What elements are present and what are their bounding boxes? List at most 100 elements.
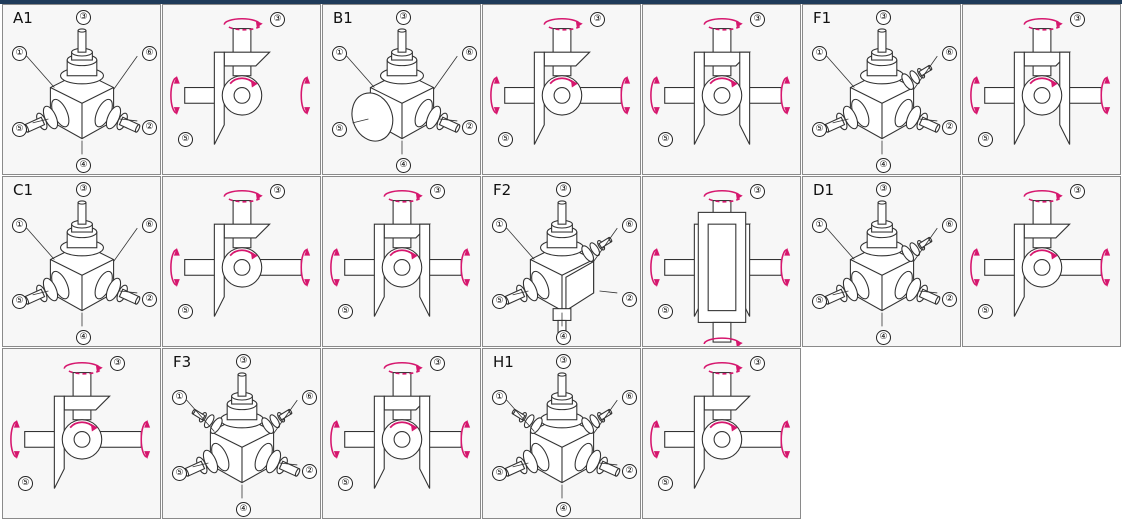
top-boss-shaft <box>397 30 407 53</box>
gearbox-iso-F3 <box>183 372 301 499</box>
top-boss-shaft-end <box>77 28 87 33</box>
housing-plate-left <box>373 223 385 317</box>
housing-plate-left <box>53 395 65 489</box>
shaft-label-0: ③ <box>1070 184 1085 199</box>
rot-bottom-head <box>735 340 743 346</box>
rot-right-head-bot <box>784 279 791 288</box>
shaft-label-3: ④ <box>876 330 891 345</box>
cell-drawing <box>23 28 141 155</box>
rot-right-arc <box>780 76 788 114</box>
rot-top-arc-top <box>703 189 741 197</box>
schematic-F2 <box>650 189 791 346</box>
rot-right-head-top <box>144 419 151 428</box>
housing-plate-left <box>533 51 545 145</box>
leader-2 <box>119 118 138 122</box>
shaft-label-5: ⑥ <box>462 46 477 61</box>
rot-top-head <box>255 20 263 28</box>
leader-5 <box>512 290 529 296</box>
shaft-label-0: ③ <box>270 12 285 27</box>
shaft-label-1: ② <box>622 464 637 479</box>
rot-right-head-bot <box>1104 279 1111 288</box>
center-bore <box>713 430 731 448</box>
shaft-label-4: ⑤ <box>12 294 27 309</box>
rot-right-arc <box>140 420 148 458</box>
boss-back-right-ring-0 <box>581 417 595 434</box>
shaft-label-3: ④ <box>76 330 91 345</box>
leader-1 <box>346 55 375 88</box>
top-boss-shaft-end <box>77 200 87 205</box>
leader-5 <box>32 118 49 124</box>
shaft-label-1: ⑤ <box>338 304 353 319</box>
rot-right-head-top <box>784 419 791 428</box>
top-bevel-gear <box>63 395 111 411</box>
shaft-label-2: ③ <box>396 10 411 25</box>
housing-plate-left <box>373 395 385 489</box>
center-bore <box>393 430 411 448</box>
shaft-label-0: ③ <box>750 12 765 27</box>
leader-6 <box>913 227 938 262</box>
leader-1 <box>506 399 535 432</box>
cell-drawing <box>823 200 941 327</box>
rot-left-head-top <box>493 75 500 84</box>
center-bore <box>73 430 91 448</box>
shaft-label-2: ③ <box>556 354 571 369</box>
rot-left-head-top <box>333 247 340 256</box>
boss-back-left-ring-0 <box>209 417 223 434</box>
gearbox-iso-C1 <box>23 200 141 327</box>
center-rotation-head <box>1050 251 1058 260</box>
leader-5 <box>352 118 369 124</box>
cover-plate <box>351 92 394 142</box>
config-code-label: D1 <box>813 181 835 199</box>
rot-right-arc <box>300 76 308 114</box>
top-boss-shaft-end <box>557 200 567 205</box>
shaft-label-2: ③ <box>876 182 891 197</box>
rot-right-head-top <box>304 247 311 256</box>
center-rotation-head <box>730 423 738 432</box>
top-boss-shaft-end <box>877 200 887 205</box>
cell-drawing <box>490 17 631 145</box>
config-code-label: C1 <box>13 181 34 199</box>
rot-right-arc <box>460 248 468 286</box>
rot-right-arc <box>1100 76 1108 114</box>
rot-top-arc-bottom <box>67 369 101 375</box>
config-code-label: F3 <box>173 353 192 371</box>
rot-top-arc-bottom <box>1027 197 1061 203</box>
center-bore <box>553 86 571 104</box>
center-rotation-head <box>250 79 258 88</box>
shaft-label-1: ② <box>942 292 957 307</box>
rot-right-arc <box>780 420 788 458</box>
rot-top-arc-top <box>1023 17 1061 25</box>
shaft-label-0: ③ <box>270 184 285 199</box>
top-boss-shaft-end <box>877 28 887 33</box>
housing-plate-right <box>419 223 431 317</box>
rot-top-arc-bottom <box>227 25 261 31</box>
shaft-label-4: ⑤ <box>492 294 507 309</box>
boss-back-right-ring-1 <box>909 70 921 85</box>
rot-left-head-bot <box>493 107 500 116</box>
rot-left-head-top <box>173 75 180 84</box>
boss-right-shaft-end <box>454 124 461 133</box>
rot-top-arc-top <box>543 17 581 25</box>
shaft-label-5: ⑥ <box>942 46 957 61</box>
cell-drawing <box>970 189 1111 317</box>
rot-top-arc-top <box>383 189 421 197</box>
rot-top-arc-top <box>223 189 261 197</box>
housing-plate-left <box>693 51 705 145</box>
leader-6 <box>913 55 938 90</box>
rot-left-arc <box>970 248 978 286</box>
rot-left-head-bot <box>653 107 660 116</box>
rot-top-head <box>1055 192 1063 200</box>
gearbox-iso-B1 <box>346 28 461 155</box>
rot-right-head-bot <box>624 107 631 116</box>
center-bore <box>393 258 411 276</box>
shaft-label-0: ① <box>172 390 187 405</box>
top-boss-shaft <box>77 30 87 53</box>
shaft-label-5: ⑥ <box>622 390 637 405</box>
leader-2 <box>439 118 458 122</box>
rot-top-arc-bottom <box>227 197 261 203</box>
boss-back-right-ring-0 <box>901 245 915 262</box>
